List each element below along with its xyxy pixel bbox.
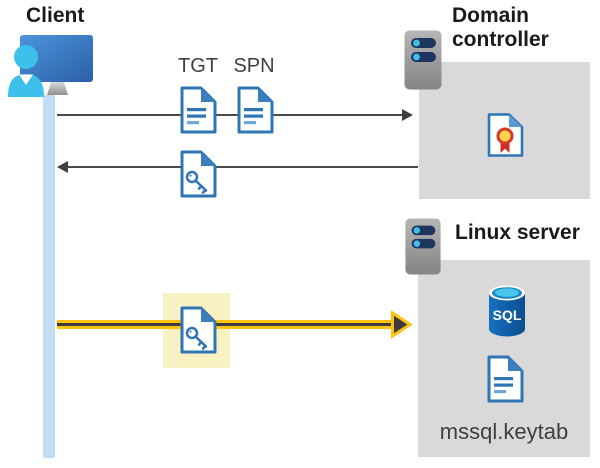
domain-controller-server-icon — [404, 30, 442, 90]
keytab-key-document-icon — [180, 306, 217, 354]
keytab-file-label: mssql.keytab — [439, 419, 569, 444]
client-to-linux-arrow-core — [57, 323, 394, 326]
linux-server-title: Linux server — [455, 221, 580, 244]
session-key-document-icon — [180, 150, 217, 198]
dc-to-client-arrowhead-icon — [57, 161, 68, 173]
linux-server-icon — [405, 218, 441, 275]
client-to-dc-arrow-line — [57, 114, 403, 116]
client-to-linux-arrowhead-icon — [391, 310, 413, 339]
spn-label: SPN — [233, 55, 275, 77]
certificate-icon — [487, 113, 524, 157]
tgt-document-icon — [180, 86, 217, 134]
client-lifeline — [43, 95, 55, 458]
client-title: Client — [26, 4, 85, 27]
tgt-label: TGT — [178, 55, 218, 77]
client-to-dc-arrowhead-icon — [402, 109, 413, 121]
domain-controller-title: Domain controller — [452, 4, 549, 51]
spn-document-icon — [237, 86, 274, 134]
sql-label: SQL — [493, 307, 522, 323]
keytab-file-document-icon — [487, 355, 524, 403]
dc-to-client-arrow-line — [67, 166, 418, 168]
sql-database-icon: SQL — [489, 285, 525, 337]
client-computer-user-icon — [8, 35, 93, 97]
